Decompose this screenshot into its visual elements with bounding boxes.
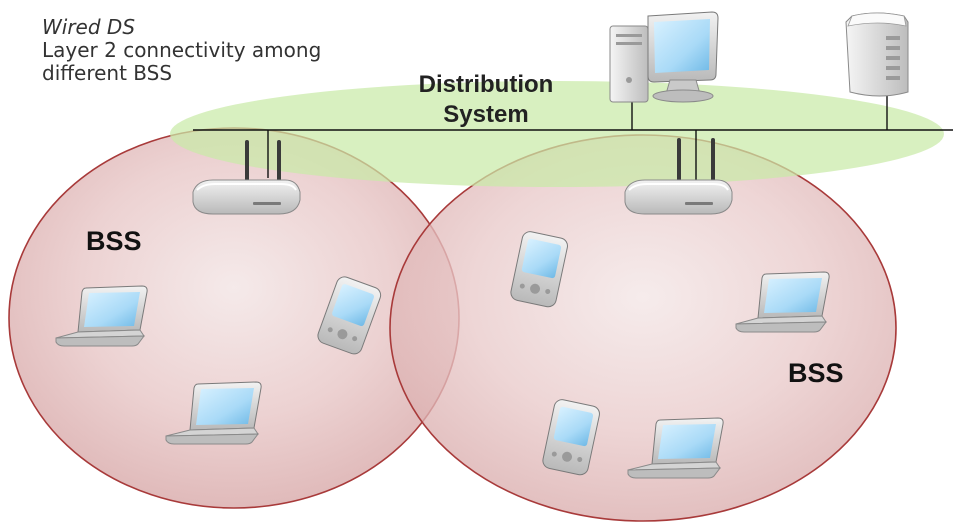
laptop-left-top-icon: [55, 285, 148, 347]
caption-line-2: different BSS: [42, 61, 173, 85]
caption-line-1: Layer 2 connectivity among: [42, 38, 322, 62]
caption-block: Wired DS Layer 2 connectivity among diff…: [42, 16, 321, 85]
distribution-system-label-line-1: Distribution: [418, 71, 554, 98]
access-point-left-icon: [192, 140, 301, 215]
bss-left-label: BSS: [86, 226, 142, 256]
distribution-system-area: [170, 81, 944, 187]
laptop-right-bottom-icon: [627, 417, 724, 479]
handheld-right-top-icon: [510, 231, 568, 308]
distribution-system-label: Distribution System: [396, 70, 576, 130]
desktop-computer-icon: [609, 11, 719, 103]
laptop-right-top-icon: [735, 271, 830, 333]
laptop-left-bottom-icon: [165, 381, 262, 445]
bss-right-label: BSS: [788, 358, 844, 388]
access-point-right-icon: [624, 138, 733, 215]
caption-title: Wired DS: [42, 15, 136, 39]
handheld-right-bottom-icon: [542, 399, 600, 476]
server-icon: [845, 12, 909, 97]
distribution-system-label-line-2: System: [443, 101, 529, 128]
handheld-left-icon: [317, 276, 382, 355]
